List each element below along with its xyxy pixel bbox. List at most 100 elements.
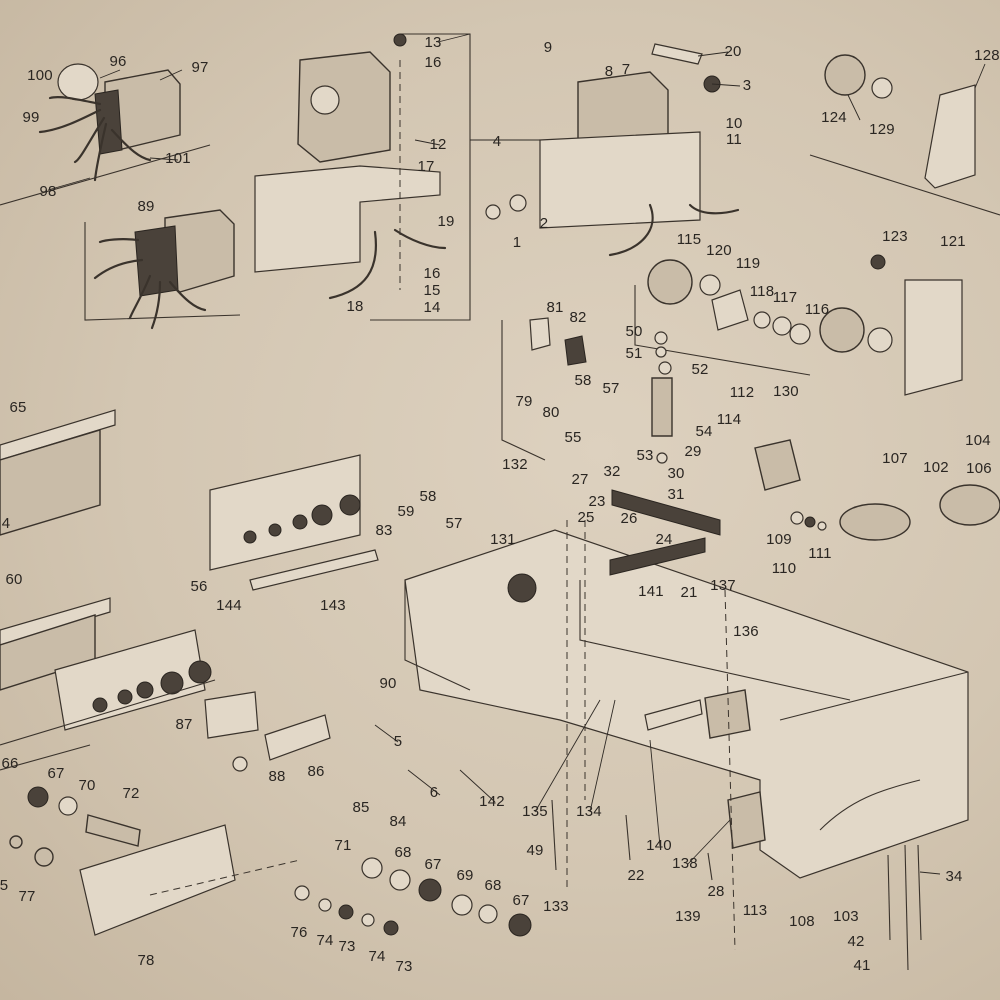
callout-c57a: 57 [602,380,619,397]
callout-c144: 144 [216,597,242,614]
callout-c23: 23 [588,493,605,510]
callout-c69: 69 [456,867,473,884]
callout-c137: 137 [710,577,736,594]
callout-c20: 20 [724,43,741,60]
callout-c52: 52 [691,361,708,378]
callout-c116: 116 [805,301,830,318]
callout-c143: 143 [320,597,346,614]
callout-c73a: 73 [338,938,355,955]
callout-c21: 21 [680,584,697,601]
long-bolts [551,520,922,971]
callout-c67b: 67 [424,856,441,873]
callout-c8: 8 [605,63,614,80]
callout-c18: 18 [346,298,363,315]
callout-c13: 13 [424,34,441,51]
callout-c73b: 73 [395,958,412,975]
callout-c25: 25 [577,509,594,526]
callout-c134: 134 [576,803,602,820]
callout-numbers: 1234567891011121314151616171819202122232… [0,34,1000,975]
callout-c103: 103 [833,908,859,925]
callout-c79: 79 [515,393,532,410]
callout-leaders [47,33,986,875]
callout-c70: 70 [78,777,95,794]
callout-c11: 11 [726,131,742,148]
callout-c30: 30 [667,465,684,482]
terminal-board-66 [0,629,216,771]
callout-c132: 132 [502,456,528,473]
callout-c54: 54 [695,423,712,440]
callout-c123: 123 [882,228,908,245]
callout-c31: 31 [667,486,684,503]
callout-c87: 87 [175,716,192,733]
callout-c86: 86 [307,763,324,780]
callout-c88: 88 [268,768,285,785]
callout-c97: 97 [191,59,208,76]
callout-c65: 65 [9,399,26,416]
callout-c96: 96 [109,53,126,70]
terminal-strip-65 [0,409,116,536]
callout-c142: 142 [479,793,505,810]
callout-c81: 81 [546,299,563,316]
callout-c7: 7 [622,61,631,78]
callout-c130: 130 [773,383,799,400]
callout-c114: 114 [717,411,742,428]
callout-c55: 55 [564,429,581,446]
callout-c106: 106 [966,460,992,477]
callout-c140: 140 [646,837,672,854]
relay-96-97-assembly [0,63,211,206]
callout-c67a: 67 [47,765,64,782]
callout-c17: 17 [417,158,434,175]
callout-c4: 4 [493,133,502,150]
callout-c85: 85 [352,799,369,816]
callout-c14: 14 [423,299,440,316]
callout-c112: 112 [730,384,755,401]
callout-c68b: 68 [484,877,501,894]
callout-c49: 49 [526,842,543,859]
terminal-strip-21 [609,489,721,576]
callout-c58a: 58 [574,372,591,389]
callout-c3: 3 [743,77,752,94]
callout-c29: 29 [684,443,701,460]
callout-c74b: 74 [368,948,385,965]
callout-c111: 111 [808,545,831,562]
callout-c57b: 57 [445,515,462,532]
callout-c5: 5 [394,733,403,750]
callout-c124: 124 [821,109,847,126]
callout-c42: 42 [847,933,864,950]
callout-c59: 59 [397,503,414,520]
callout-c89: 89 [137,198,154,215]
callout-c120: 120 [706,242,732,259]
callout-c102: 102 [923,459,949,476]
potentiometer-bracket-group [634,54,1000,396]
callout-c72: 72 [122,785,139,802]
callout-c141: 141 [638,583,664,600]
callout-c104: 104 [965,432,991,449]
connector-group-86-88 [204,691,331,772]
callout-c121: 121 [940,233,966,250]
callout-c4b: 4 [2,515,11,532]
hardware-row-67-76 [294,857,532,937]
callout-c16a: 16 [424,54,441,71]
relay-112-resistors-102-107 [754,439,1000,541]
callout-c6: 6 [430,784,439,801]
relay-89-assembly [84,209,241,330]
callout-c67c: 67 [512,892,529,909]
callout-c68a: 68 [394,844,411,861]
callout-c78: 78 [137,952,154,969]
callout-c109: 109 [766,531,792,548]
callout-c119: 119 [736,255,761,272]
callout-c5b: 5 [0,877,8,894]
callout-c66: 66 [1,755,18,772]
callout-c74a: 74 [316,932,333,949]
bracket-and-fuse-holder [501,317,673,464]
components-136-138 [644,689,766,849]
callout-c15: 15 [423,282,440,299]
callout-c56: 56 [190,578,207,595]
callout-c34: 34 [945,868,962,885]
callout-c99: 99 [22,109,39,126]
callout-c50: 50 [625,323,642,340]
relay-bracket-assembly-12-19 [254,33,471,321]
relay-bracket-assembly-1-11 [470,43,740,257]
terminal-block-78 [9,786,301,936]
